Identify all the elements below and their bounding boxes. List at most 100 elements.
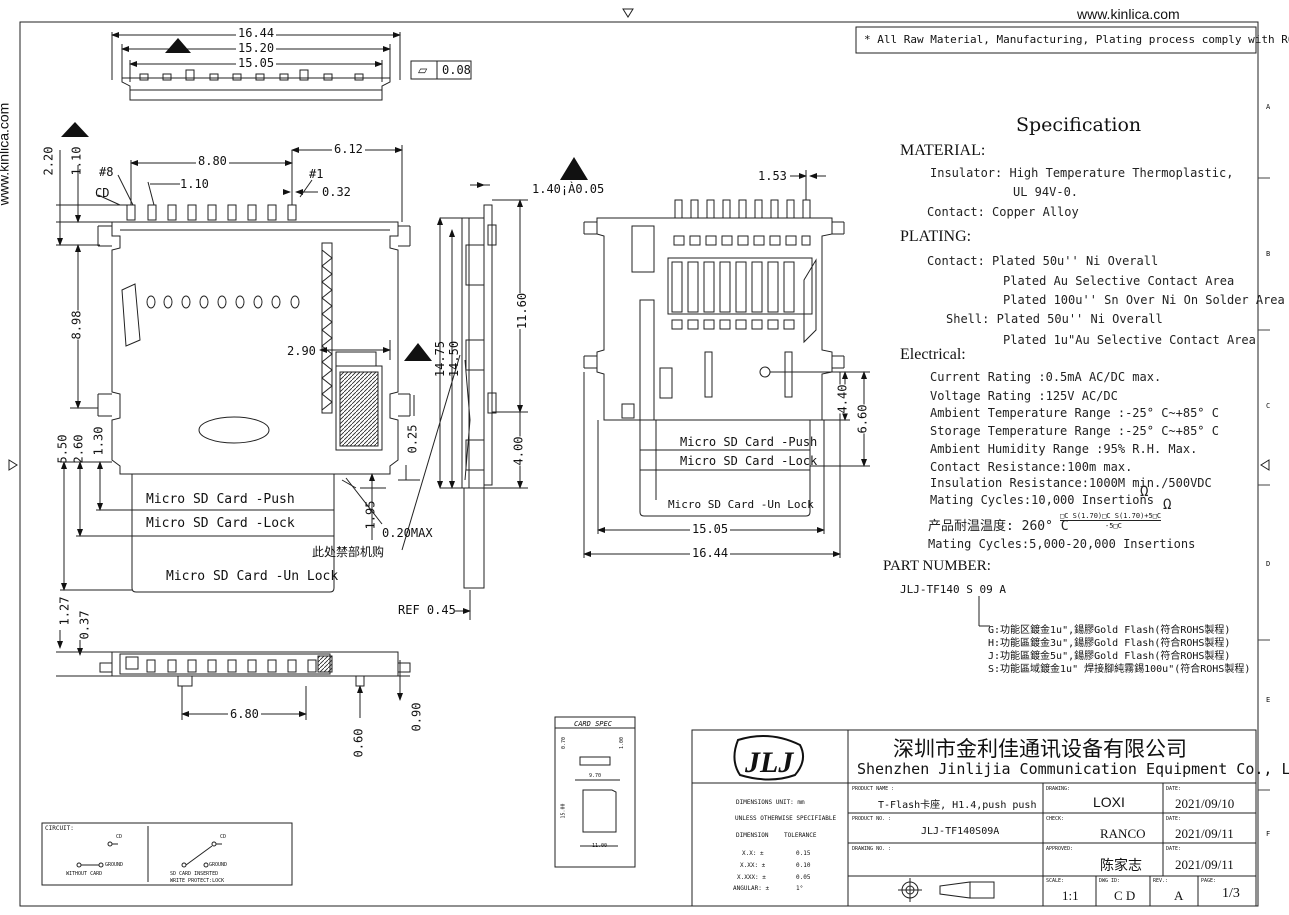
spec-shell-1: Shell: Plated 50u'' Ni Overall: [946, 312, 1163, 326]
tol-row-4-dim: ANGULAR: ±: [733, 885, 770, 892]
dim-14-50: 14.50: [447, 340, 462, 378]
circuit-cd-1: CD: [116, 834, 123, 840]
card-label-lock-r: Micro SD Card -Lock: [680, 454, 818, 468]
tol-row-1-dim: X.X: ±: [742, 850, 764, 857]
dim-1-40: 1.40¡À0.05: [532, 182, 605, 196]
date-approved: 2021/09/11: [1175, 857, 1234, 872]
rev-value: A: [1174, 888, 1184, 903]
product-no-label: PRODUCT NO. :: [852, 816, 892, 822]
tol-row-2-val: 0.10: [796, 862, 811, 869]
circuit-title: CIRCUIT:: [45, 825, 74, 832]
tol-row-3-val: 0.05: [796, 874, 811, 881]
right-bottom-view: [583, 199, 845, 517]
circuit-without-card: WITHOUT CARD: [66, 871, 103, 877]
spec-storage: Storage Temperature Range :-25° C~+85° C: [930, 424, 1219, 438]
margin-b: B: [1266, 250, 1271, 258]
tol-row-1-val: 0.15: [796, 850, 811, 857]
tol-row-2-dim: X.XX: ±: [740, 862, 766, 869]
card-spec-height: 15.00: [560, 803, 567, 819]
spec-mating-1: Mating Cycles:10,000 Insertions: [930, 493, 1154, 507]
spec-current: Current Rating :0.5mA AC/DC max.: [930, 370, 1162, 384]
dim-14-75: 14.75: [433, 340, 448, 378]
spec-contact-resistance: Contact Resistance:100m max.: [930, 460, 1133, 474]
date-check: 2021/09/11: [1175, 826, 1234, 841]
unless-otherwise: UNLESS OTHERWISE SPECIFIABLE: [735, 815, 837, 822]
page-value: 1/3: [1222, 886, 1240, 901]
spec-mating-2: Mating Cycles:5,000-20,000 Insertions: [928, 537, 1196, 551]
flatness-symbol: ⏥: [418, 63, 428, 77]
rohs-note: * All Raw Material, Manufacturing, Plati…: [864, 33, 1289, 46]
dim-1-95: 1.95: [363, 500, 378, 530]
circuit-write-protect: WRITE PROTECT:LOCK: [170, 878, 225, 884]
bottom-front-view: [99, 651, 411, 687]
margin-a: A: [1266, 103, 1271, 111]
datum-triangle-left: [61, 122, 89, 137]
dimension-header: DIMENSION: [736, 832, 769, 839]
dim-15-05: 15.05: [236, 56, 277, 70]
date-drawing: 2021/09/10: [1175, 796, 1235, 811]
dwg-id-value: C D: [1114, 888, 1136, 903]
circuit-cd-2: CD: [220, 834, 227, 840]
dim-16-44-b: 16.44: [690, 546, 731, 560]
card-spec-box: [554, 716, 636, 868]
spec-electrical: Electrical:: [900, 346, 966, 363]
spec-insulation: Insulation Resistance:1000M min./500VDC: [930, 476, 1212, 490]
card-label-unlock: Micro SD Card -Un Lock: [166, 569, 339, 584]
datum-triangle-top: [165, 38, 191, 53]
dim-1-10-b: 1.10: [69, 146, 84, 176]
spec-material: MATERIAL:: [900, 142, 986, 159]
approved-by: 陈家志: [1100, 859, 1142, 874]
dim-1-10-a: 1.10: [180, 177, 209, 191]
spec-ohm-2: Ω: [1163, 497, 1172, 513]
margin-d: D: [1266, 560, 1271, 568]
dim-6-80: 6.80: [228, 707, 261, 721]
part-option-h: H:功能區鍍金3u",鍚膠Gold Flash(符合ROHS製程): [988, 638, 1231, 649]
main-front-view: [97, 204, 411, 475]
datum-triangle-right: [560, 157, 588, 180]
dim-ref-0-45: REF 0.45: [398, 603, 456, 617]
tolerance-header: TOLERANCE: [784, 832, 817, 839]
dim-0-90: 0.90: [409, 702, 424, 732]
cd-label: CD: [95, 186, 110, 200]
spec-solder-frac-bottom: -5□C: [1105, 522, 1122, 530]
product-name: T-Flash卡座, H1.4,push push: [878, 800, 1037, 811]
tol-row-4-val: 1°: [796, 885, 804, 892]
spec-contact-plating-1: Contact: Plated 50u'' Ni Overall: [927, 254, 1159, 268]
left-center-mark: [8, 459, 18, 471]
right-center-mark: [1260, 459, 1270, 471]
spec-solder-temp: 产品耐温温度: 260° C: [928, 519, 1069, 534]
dim-5-50: 5.50: [55, 434, 70, 464]
dim-0-60: 0.60: [351, 728, 366, 758]
spec-insulator-2: UL 94V-0.: [1013, 185, 1079, 199]
pin-1-label: #1: [309, 167, 324, 181]
part-number-value: JLJ-TF140 S 09 A: [900, 583, 1006, 596]
card-label-lock: Micro SD Card -Lock: [146, 516, 295, 531]
spec-contact-plating-2: Plated Au Selective Contact Area: [1003, 274, 1235, 288]
drawing-label: DRAWING:: [1046, 786, 1071, 792]
part-option-s: S:功能區域鍍金1u" 焊接腳純霧錫100u"(符合ROHS製程): [988, 664, 1251, 675]
top-profile-view: [121, 69, 391, 101]
website-side[interactable]: www.kinlica.com: [0, 102, 12, 206]
dim-4-00: 4.00: [511, 436, 526, 466]
card-label-push-r: Micro SD Card -Push: [680, 435, 818, 449]
side-view: [461, 204, 497, 589]
dim-6-12: 6.12: [332, 142, 365, 156]
datum-triangle-mid: [404, 343, 432, 361]
dim-16-44: 16.44: [236, 26, 277, 40]
website-header[interactable]: www.kinlica.com: [1077, 6, 1180, 22]
spec-humidity: Ambient Humidity Range :95% R.H. Max.: [930, 442, 1198, 456]
card-spec-width: 9.70: [589, 773, 602, 779]
dim-8-80: 8.80: [196, 154, 229, 168]
svg-text:JLJ: JLJ: [744, 746, 794, 779]
card-spec-bottom: 11.00: [592, 843, 608, 849]
card-outlines-left: [131, 474, 335, 593]
page-label: PAGE:: [1201, 878, 1217, 884]
spec-contact-material: Contact: Copper Alloy: [927, 205, 1079, 219]
scale-label: SCALE:: [1046, 878, 1065, 884]
spec-solder-frac-top: □C S(1.70)□C S(1.70)+5□C: [1060, 512, 1162, 521]
spec-title: Specification: [1016, 114, 1142, 136]
circuit-box: [41, 822, 293, 886]
date-label-2: DATE:: [1166, 816, 1182, 822]
margin-e: E: [1266, 696, 1271, 704]
